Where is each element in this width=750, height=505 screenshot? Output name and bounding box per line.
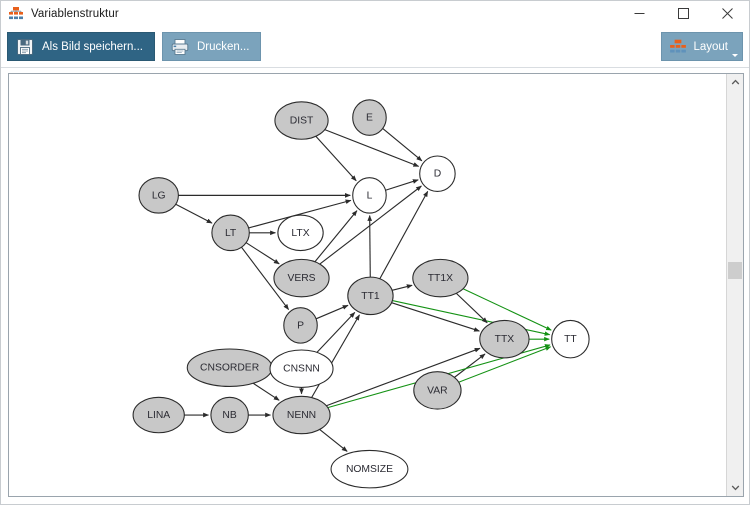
scrollbar-thumb[interactable] xyxy=(728,261,742,280)
graph-node[interactable]: VERS xyxy=(273,258,330,298)
graph-edge-layer xyxy=(175,128,552,452)
window-title: Variablenstruktur xyxy=(31,7,119,20)
graph-edge xyxy=(175,203,213,224)
graph-edge xyxy=(315,135,357,182)
graph-edge xyxy=(379,190,429,280)
graph-node-shape[interactable] xyxy=(132,396,185,434)
graph-edge xyxy=(391,302,480,332)
save-as-image-label: Als Bild speichern... xyxy=(42,40,143,53)
graph-node[interactable]: P xyxy=(283,307,318,344)
graph-node-shape[interactable] xyxy=(211,214,250,252)
graph-edge xyxy=(324,129,420,167)
maximize-icon[interactable] xyxy=(661,1,705,26)
layout-button[interactable]: Layout xyxy=(661,32,743,61)
vertical-scrollbar[interactable] xyxy=(726,74,743,496)
graph-node[interactable]: LTX xyxy=(277,214,324,252)
title-bar: Variablenstruktur xyxy=(1,1,749,26)
graph-edge xyxy=(252,382,280,401)
graph-node[interactable]: D xyxy=(419,155,456,192)
chevron-up-icon[interactable] xyxy=(727,74,743,91)
graph-node-shape[interactable] xyxy=(277,214,324,252)
graph-node-shape[interactable] xyxy=(283,307,318,344)
minimize-icon[interactable] xyxy=(617,1,661,26)
graph-node-shape[interactable] xyxy=(272,395,331,435)
graph-edge xyxy=(385,179,419,191)
graph-node[interactable]: TT1X xyxy=(412,258,469,298)
graph-node-shape[interactable] xyxy=(551,319,590,359)
graph-node-shape[interactable] xyxy=(352,99,387,136)
hierarchy-icon xyxy=(669,38,687,56)
chevron-down-icon[interactable] xyxy=(727,479,743,496)
graph-edge xyxy=(458,346,552,383)
graph-node-shape[interactable] xyxy=(330,449,409,489)
graph-node[interactable]: TTX xyxy=(479,319,530,359)
hierarchy-icon xyxy=(8,6,24,22)
graph-node-shape[interactable] xyxy=(274,101,329,140)
graph-node-shape[interactable] xyxy=(352,177,387,214)
graph-edge xyxy=(316,311,356,353)
toolbar: Als Bild speichern... Drucken... xyxy=(1,26,749,68)
graph-node[interactable]: TT1 xyxy=(347,276,394,316)
graph-node-shape[interactable] xyxy=(138,177,179,214)
graph-edge xyxy=(319,429,348,452)
graph-node[interactable]: L xyxy=(352,177,387,214)
layout-label: Layout xyxy=(693,40,728,53)
floppy-disk-icon xyxy=(15,37,35,57)
save-as-image-button[interactable]: Als Bild speichern... xyxy=(7,32,155,61)
chevron-down-icon[interactable] xyxy=(732,54,738,57)
graph-node[interactable]: DIST xyxy=(274,101,329,140)
graph-node-shape[interactable] xyxy=(269,349,334,388)
graph-node-shape[interactable] xyxy=(347,276,394,316)
graph-edge xyxy=(319,185,422,265)
print-button[interactable]: Drucken... xyxy=(162,32,262,61)
graph-node-shape[interactable] xyxy=(419,155,456,192)
graph-edge xyxy=(241,246,290,311)
graph-node-shape[interactable] xyxy=(186,348,273,387)
graph-node-shape[interactable] xyxy=(273,258,330,298)
graph-edge xyxy=(454,353,486,378)
graph-edge xyxy=(367,214,373,278)
graph-edge xyxy=(455,292,488,324)
graph-node[interactable]: LINA xyxy=(132,396,185,434)
graph-node-shape[interactable] xyxy=(479,319,530,359)
graph-node[interactable]: VAR xyxy=(413,371,462,410)
window-controls xyxy=(617,1,749,26)
graph-node[interactable]: NB xyxy=(210,396,249,434)
graph-node[interactable]: LG xyxy=(138,177,179,214)
printer-icon xyxy=(170,37,190,57)
graph-node-shape[interactable] xyxy=(413,371,462,410)
graph-node[interactable]: LT xyxy=(211,214,250,252)
graph-node[interactable]: TT xyxy=(551,319,590,359)
graph-node[interactable]: E xyxy=(352,99,387,136)
graph-node[interactable]: NOMSIZE xyxy=(330,449,409,489)
graph-node-shape[interactable] xyxy=(210,396,249,434)
graph-edge xyxy=(315,304,349,320)
graph-edge xyxy=(314,210,358,263)
graph-edge xyxy=(326,347,481,407)
graph-edge xyxy=(382,128,423,162)
graph-edge xyxy=(245,242,280,265)
graph-node[interactable]: CNSORDER xyxy=(186,348,273,387)
print-label: Drucken... xyxy=(197,40,250,53)
scrollbar-track[interactable] xyxy=(727,91,743,479)
graph-node[interactable]: NENN xyxy=(272,395,331,435)
graph-node-shape[interactable] xyxy=(412,258,469,298)
graph-edge xyxy=(391,284,413,291)
graph-node[interactable]: CNSNN xyxy=(269,349,334,388)
graph-edge xyxy=(248,199,352,229)
close-icon[interactable] xyxy=(705,1,749,26)
graph-edge xyxy=(462,288,552,331)
